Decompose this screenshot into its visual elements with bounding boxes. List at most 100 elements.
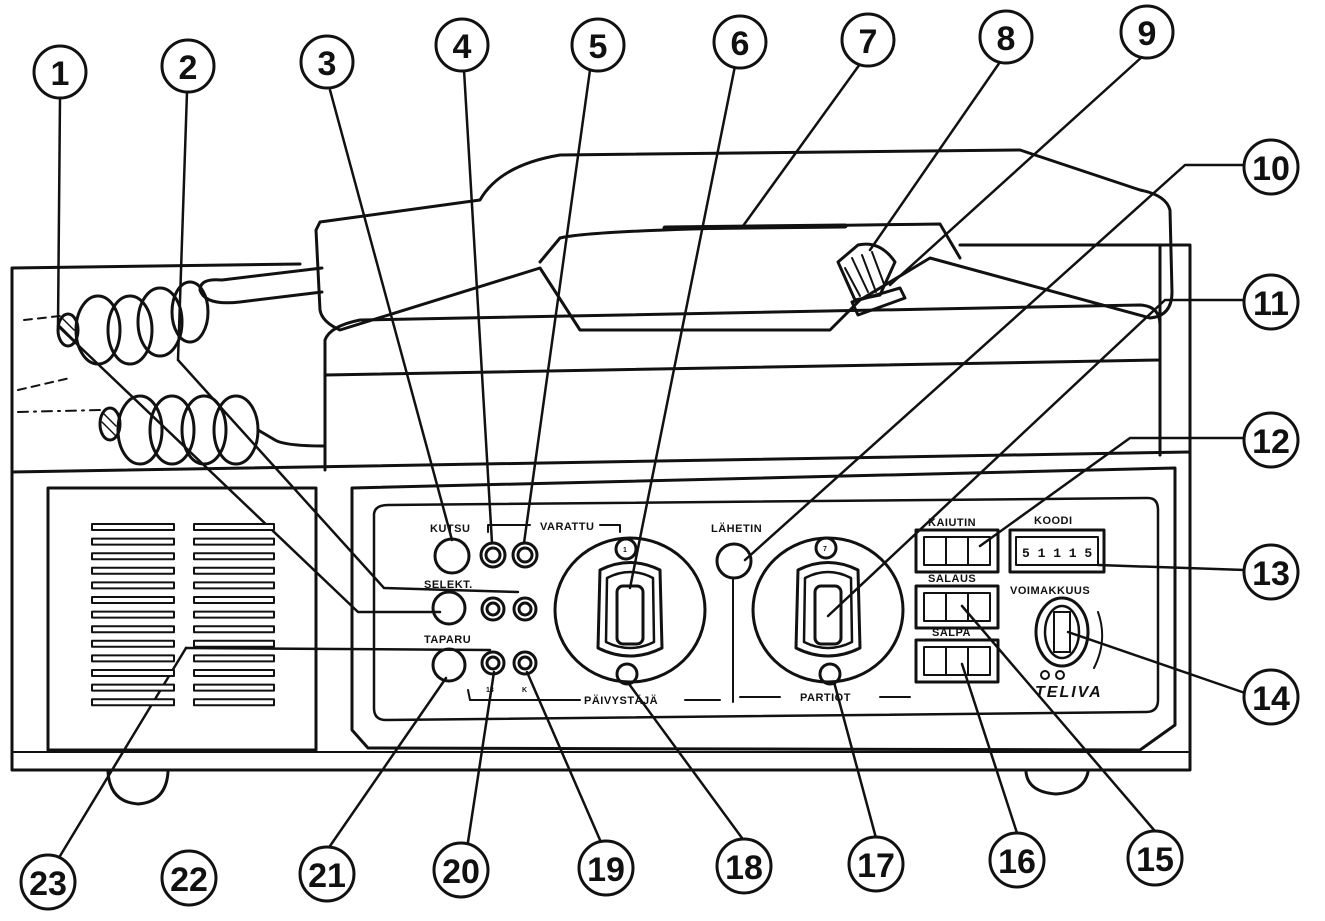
callout-circle-10 bbox=[1242, 138, 1300, 196]
handset bbox=[314, 148, 1174, 332]
grille-slot bbox=[91, 639, 175, 648]
leader-12 bbox=[978, 436, 1248, 548]
leader-5 bbox=[522, 68, 592, 545]
label-kaiutin: KAIUTIN bbox=[928, 517, 976, 529]
leader-6 bbox=[628, 64, 737, 590]
leader-19 bbox=[525, 670, 602, 842]
callout-number-17: 17 bbox=[857, 847, 895, 885]
callout-number-8: 8 bbox=[997, 20, 1016, 58]
callout-number-5: 5 bbox=[589, 28, 608, 66]
callout-circle-19 bbox=[577, 839, 635, 897]
partiot-selector-knob bbox=[751, 536, 905, 686]
leader-13 bbox=[1096, 563, 1247, 572]
grille-slot bbox=[91, 566, 175, 575]
callout-circle-15 bbox=[1126, 829, 1184, 887]
control-panel-outer bbox=[350, 466, 1177, 752]
callout-number-21: 21 bbox=[308, 857, 346, 895]
grille-slot bbox=[91, 654, 175, 663]
salpa-switch bbox=[914, 638, 1000, 684]
grille-slot bbox=[193, 537, 275, 546]
callout-number-23: 23 bbox=[29, 865, 67, 903]
leader-2b bbox=[176, 358, 520, 594]
callout-circle-14 bbox=[1242, 668, 1300, 726]
varattu-bracket bbox=[487, 524, 621, 533]
leader-9 bbox=[888, 54, 1145, 287]
callout-number-3: 3 bbox=[318, 45, 337, 83]
label-varattu: VARATTU bbox=[540, 521, 594, 533]
voimakkuus-knob bbox=[1034, 596, 1104, 680]
callout-circle-13 bbox=[1242, 543, 1300, 601]
callout-circle-5 bbox=[570, 17, 626, 73]
leader-10 bbox=[743, 163, 1248, 562]
grille-slot bbox=[91, 581, 175, 590]
label-koodi: KOODI bbox=[1034, 515, 1073, 527]
lower-coil-cord bbox=[17, 394, 327, 466]
upper-coil-cord bbox=[17, 280, 210, 391]
leader-1b bbox=[56, 324, 442, 614]
grille-slot bbox=[91, 537, 175, 546]
label-taparu: TAPARU bbox=[424, 634, 471, 646]
callout-circle-1 bbox=[32, 44, 88, 100]
label-voimakkuus: VOIMAKKUUS bbox=[1010, 585, 1090, 597]
grille-slot bbox=[193, 566, 275, 575]
taparu-lamp-2 bbox=[512, 650, 538, 676]
callout-number-20: 20 bbox=[442, 853, 480, 891]
callout-circle-6 bbox=[712, 14, 768, 70]
callout-number-7: 7 bbox=[859, 23, 878, 61]
callout-number-22: 22 bbox=[170, 861, 208, 899]
callout-number-16: 16 bbox=[998, 843, 1036, 881]
speaker-grille-slots bbox=[91, 523, 275, 707]
leader-4 bbox=[462, 68, 494, 545]
leader-17 bbox=[832, 680, 878, 840]
knob-right-number: 7 bbox=[823, 546, 827, 553]
knob-left-number: 1 bbox=[623, 547, 627, 554]
callout-number-14: 14 bbox=[1252, 680, 1290, 718]
callout-number-18: 18 bbox=[725, 849, 763, 887]
grille-slot bbox=[193, 683, 275, 692]
callout-number-11: 11 bbox=[1253, 285, 1289, 323]
leader-15 bbox=[960, 604, 1156, 832]
handset-cord-lead bbox=[198, 266, 324, 305]
callout-number-13: 13 bbox=[1252, 555, 1290, 593]
leader-1 bbox=[56, 96, 62, 328]
label-lahetin: LÄHETIN bbox=[711, 522, 762, 535]
callout-number-15: 15 bbox=[1136, 841, 1174, 879]
leader-23 bbox=[58, 646, 188, 858]
taparu-button bbox=[431, 647, 467, 683]
callout-number-4: 4 bbox=[453, 28, 472, 66]
leader-3 bbox=[328, 88, 454, 542]
callout-number-10: 10 bbox=[1252, 150, 1290, 188]
callout-circle-16 bbox=[988, 831, 1046, 889]
leader-8 bbox=[868, 60, 1002, 252]
callout-circle-9 bbox=[1119, 4, 1175, 60]
leader-18 bbox=[627, 682, 744, 840]
callout-number-12: 12 bbox=[1252, 423, 1290, 461]
grille-slot bbox=[91, 698, 175, 707]
label-paivystaja: PÄIVYSTÄJÄ bbox=[584, 694, 658, 707]
callout-number-2: 2 bbox=[179, 49, 198, 87]
grille-slot bbox=[91, 610, 175, 619]
label-salpa: SALPA bbox=[932, 627, 971, 639]
callout-circle-4 bbox=[434, 17, 490, 73]
label-salaus: SALAUS bbox=[928, 573, 976, 585]
cord-end-hatching bbox=[59, 317, 117, 437]
grille-slot bbox=[91, 669, 175, 677]
grille-slot bbox=[193, 625, 275, 634]
label-partiot: PARTIOT bbox=[800, 692, 851, 704]
leader-7 bbox=[741, 62, 862, 228]
speaker-grille-box bbox=[46, 486, 318, 752]
cradle-seam bbox=[323, 358, 1162, 377]
callout-number-9: 9 bbox=[1138, 15, 1157, 53]
grille-slot bbox=[91, 523, 175, 531]
callout-circle-17 bbox=[847, 835, 905, 893]
varattu-lamp-1 bbox=[479, 541, 507, 569]
kutsu-button bbox=[433, 537, 471, 575]
paivystaja-line bbox=[467, 689, 721, 701]
callout-number-6: 6 bbox=[731, 25, 750, 63]
label-kutsu: KUTSU bbox=[430, 523, 470, 535]
leader-23b bbox=[184, 646, 492, 652]
leader-lines bbox=[56, 54, 1248, 858]
leader-14 bbox=[1066, 630, 1247, 695]
